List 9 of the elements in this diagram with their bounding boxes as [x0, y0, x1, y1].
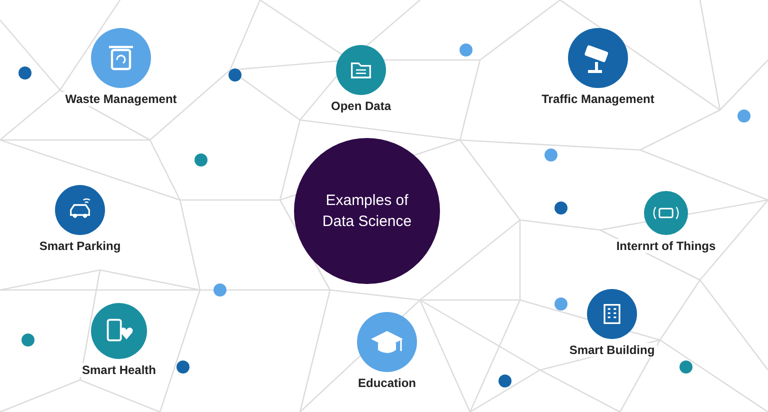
node-label: Smart Health — [80, 363, 158, 377]
topic-circle: Examples of Data Science — [294, 138, 440, 284]
node-label: Smart Parking — [37, 239, 123, 253]
node-label: Education — [356, 376, 418, 390]
node-label: Traffic Management — [540, 92, 656, 106]
node-label: Internrt of Things — [614, 239, 718, 253]
node-label: Waste Management — [63, 92, 179, 106]
node-label: Smart Building — [567, 343, 657, 357]
node-label: Open Data — [328, 99, 393, 113]
